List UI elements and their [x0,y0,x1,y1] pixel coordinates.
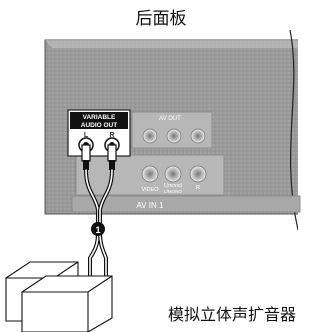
av-out-audio-left-jack [166,128,182,144]
amplifier-caption: 模拟立体声扩音器 [168,305,296,324]
callout-marker: 1 [91,222,105,236]
av-in-audio-right-jack [189,165,207,183]
av-in-1-block: AV IN 1 VIDEO L(mono) L/MONO R [71,154,301,213]
audio-out-label: AUDIO OUT [81,122,118,129]
av-out-video-jack [142,128,158,144]
av-in-audio-left-jack [164,165,182,183]
callout-number: 1 [95,225,100,235]
audio-in-left-label: L(mono) [164,183,183,189]
variable-out-left-label: L [84,132,89,139]
video-label: VIDEO [141,187,159,193]
av-in-1-label: AV IN 1 [137,201,165,210]
panel-side-plugs [81,144,117,170]
audio-in-left-sublabel: L/MONO [164,189,182,194]
variable-audio-out-block: VARIABLE AUDIO OUT L R [67,109,131,157]
diagram-title: 后面板 [136,9,187,29]
audio-in-right-label: R [196,185,200,191]
av-out-block: AV OUT [131,111,213,149]
variable-out-right-label: R [109,132,114,139]
av-out-label: AV OUT [159,116,181,122]
variable-label: VARIABLE [83,114,116,121]
av-out-audio-right-jack [190,128,206,144]
av-in-video-jack [141,165,159,183]
stereo-amplifier [5,261,113,332]
